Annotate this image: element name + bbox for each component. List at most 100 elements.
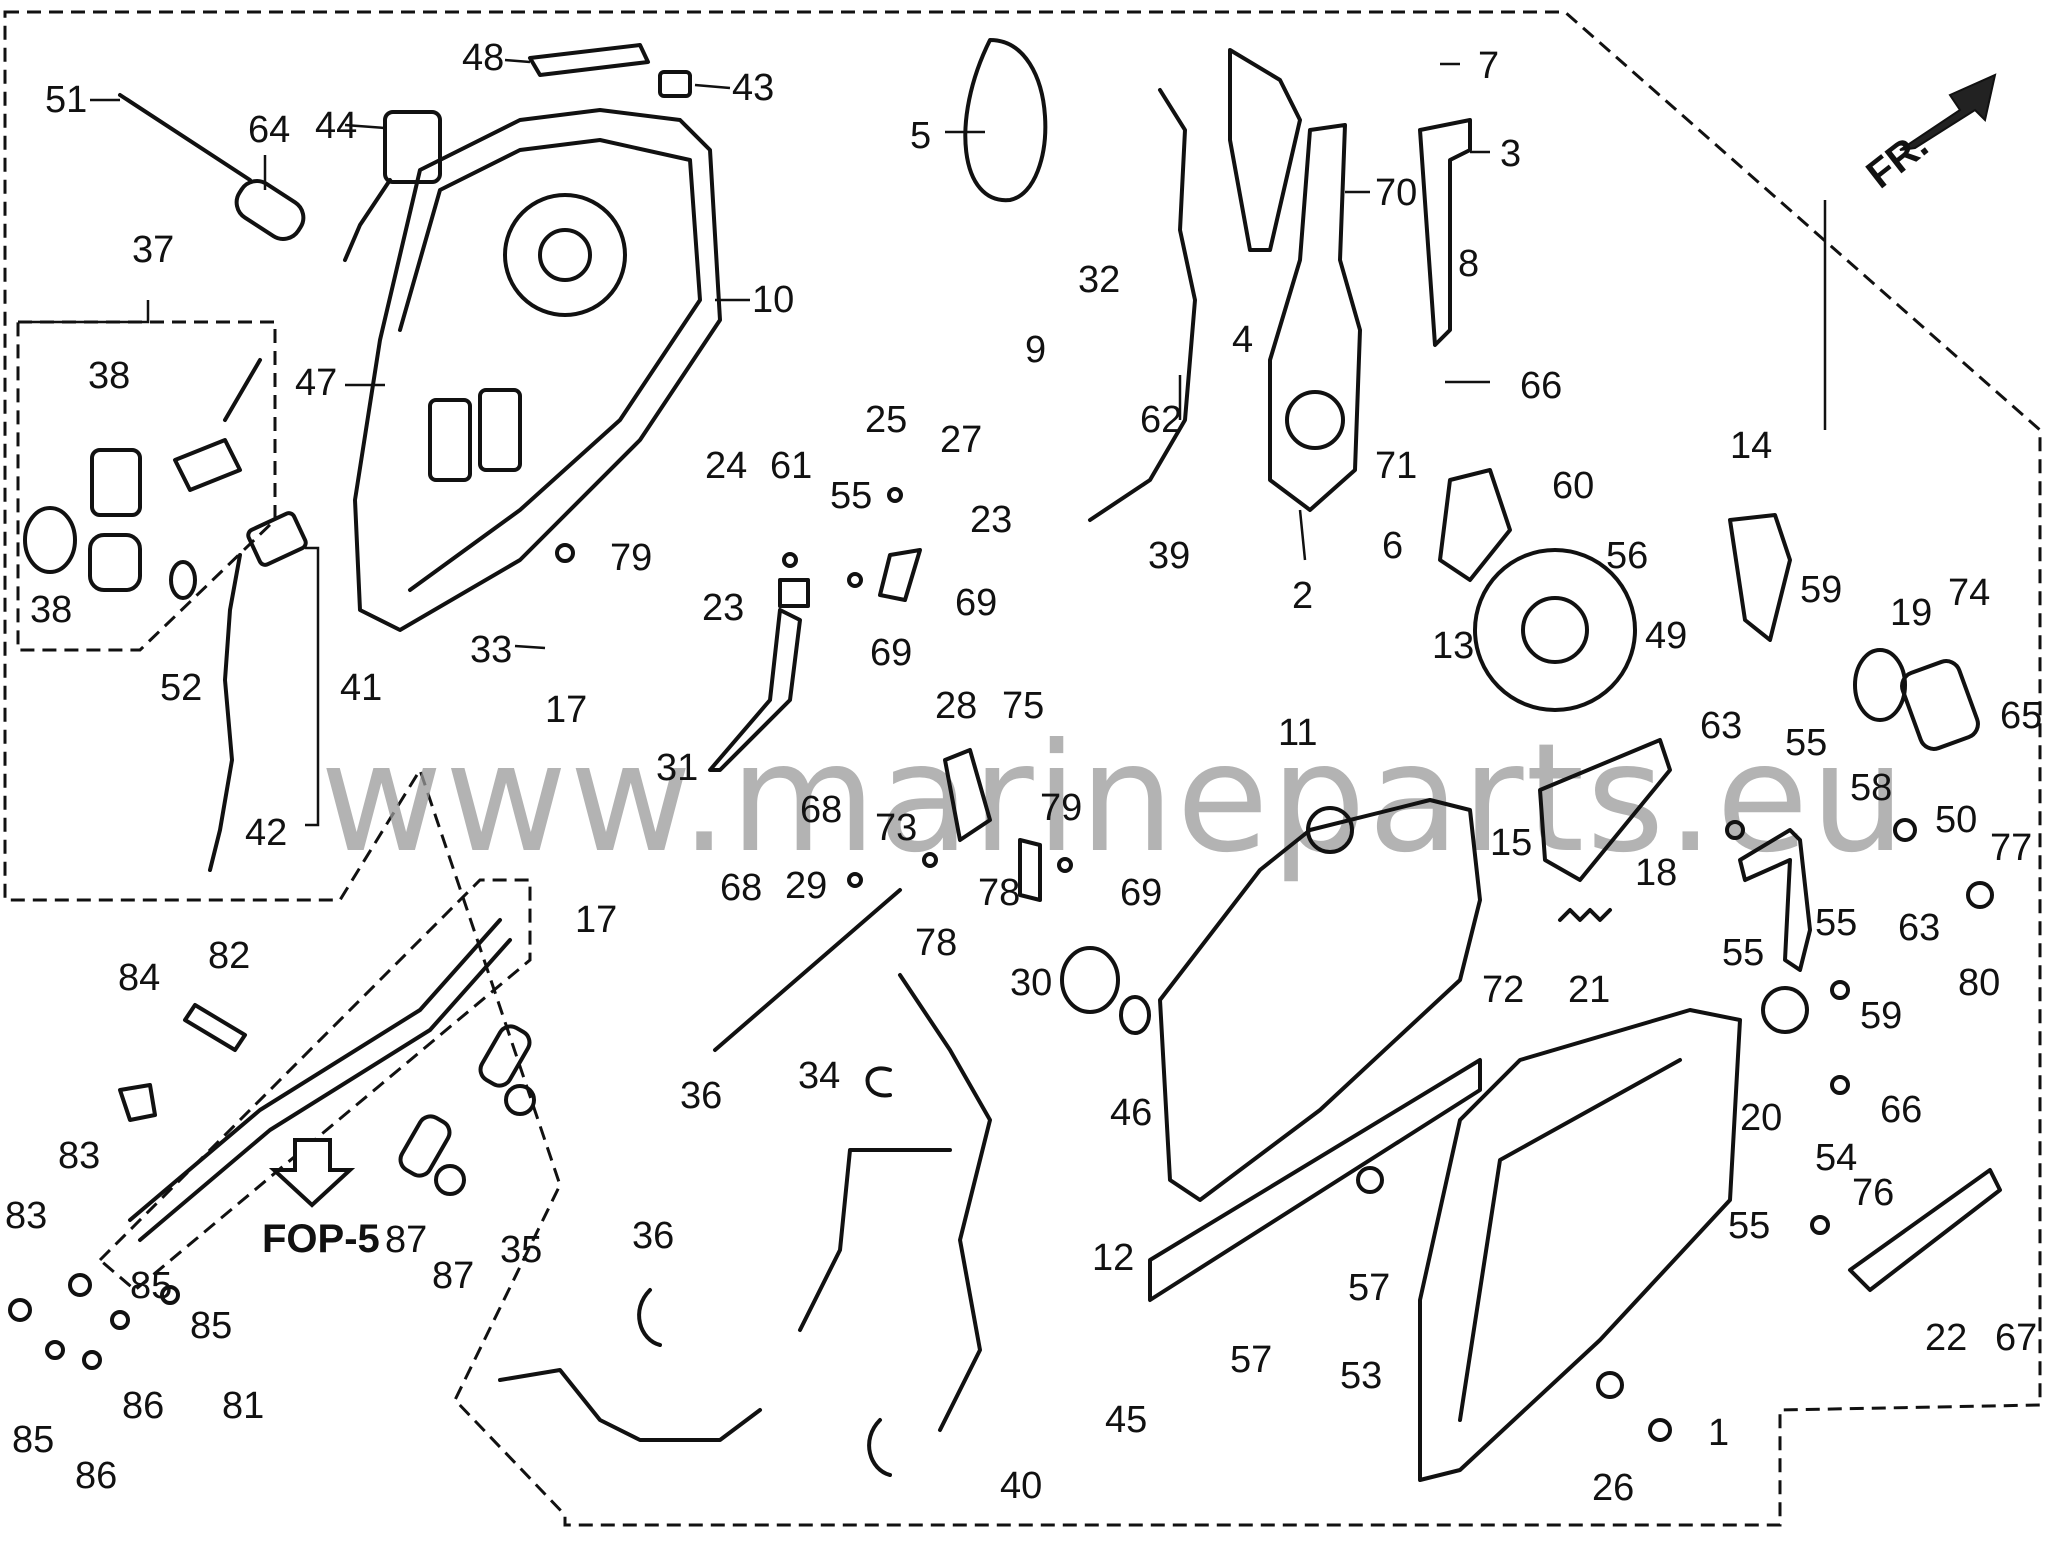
part-18-arm [1738,828,1812,972]
part-34-harness [798,973,992,1432]
callout-79-left: 79 [610,537,652,579]
callout-33: 33 [470,629,512,671]
part-13-gear [1473,548,1637,712]
callout-58: 58 [1850,767,1892,809]
callout-83-left: 83 [5,1195,47,1237]
part-12-trim [1148,1058,1482,1302]
part-84-grommet [118,1083,157,1122]
callout-40: 34 [798,1055,840,1097]
small-hardware [8,487,1994,1442]
callout-11: 11 [1278,712,1317,754]
callout-22: 22 [1925,1317,1967,1359]
callout-85-c: 85 [12,1419,54,1461]
part-64-sleeve [234,179,306,241]
callout-68-right: 68 [800,789,842,831]
leader-lines [18,58,1827,827]
callout-19: 19 [1890,592,1932,634]
part-40-clip [865,1066,892,1098]
callout-56: 56 [1606,535,1648,577]
callout-63-bottom: 63 [1898,907,1940,949]
callout-59-bottom: 59 [1860,995,1902,1037]
callout-12: 57 [1230,1339,1272,1381]
callout-87-right: 35 [500,1229,542,1271]
callout-32: 32 [1078,259,1120,301]
part-4-handle [1228,48,1302,252]
callout-15: 15 [1490,822,1532,864]
callout-70: 70 [1375,172,1417,214]
callout-86-left: 86 [122,1385,164,1427]
callout-57-bottom: 26 [1592,1467,1634,1509]
callout-38-top: 38 [88,355,130,397]
part-35-harness [498,1368,762,1442]
callout-21: 21 [1568,969,1610,1011]
part-cables [128,918,512,1242]
part-37-oring [23,506,77,574]
callout-28: 28 [935,685,977,727]
part-28-plate [943,748,992,842]
callout-75: 75 [1002,685,1044,727]
callout-69-c: 69 [1120,872,1162,914]
callout-76: 76 [1852,1172,1894,1214]
callout-49: 49 [1645,615,1687,657]
callout-85-b: 85 [190,1305,232,1347]
part-42-lanyard [208,553,242,872]
part-82-clip [183,1003,247,1052]
part-19-cover [1900,659,1980,751]
part-11-panel [1158,798,1482,1202]
remote-control-housing [353,108,722,632]
part-45-cap [1119,995,1151,1035]
callout-82: 82 [208,935,250,977]
part-3-bracket [1418,118,1472,347]
callout-84: 84 [118,957,160,999]
callout-24: 24 [705,445,747,487]
fop-5-reference-label: FOP-5 [262,1217,380,1261]
callout-57-top: 57 [1348,1267,1390,1309]
callout-78-right: 78 [978,872,1020,914]
callout-42: 42 [245,812,287,854]
part-87-clamp-b [504,1084,536,1116]
callout-46: 12 [1092,1237,1134,1279]
part-15-plate [1538,738,1672,882]
part-58-seal [1853,648,1907,722]
part-38-cover [88,533,142,592]
callout-64: 64 [248,109,290,151]
fop-5-reference-arrow-icon: FOP-5 [262,1138,380,1261]
part-44-wire [343,178,392,262]
part-87-sleeve [478,1024,532,1088]
callout-83-right: 83 [58,1135,100,1177]
callout-41: 41 [340,667,382,709]
callout-3: 3 [1500,133,1521,175]
callout-9: 9 [1025,329,1046,371]
part-31-link [708,608,802,772]
callout-7: 7 [1478,45,1499,87]
part-30-switch [1018,838,1042,902]
callout-53: 1 [1708,1412,1729,1454]
callout-25: 25 [865,399,907,441]
callout-52: 52 [160,667,202,709]
part-46-switch [1060,946,1120,1014]
callout-18: 18 [1635,852,1677,894]
callout-66-bottom: 66 [1880,1089,1922,1131]
callout-60: 60 [1552,465,1594,507]
callout-77: 77 [1990,827,2032,869]
part-21-spring [1558,908,1612,922]
callout-5: 5 [910,115,931,157]
callout-65: 65 [2000,695,2042,737]
part-11-boss [1306,806,1354,854]
callout-20: 20 [1740,1097,1782,1139]
callout-23-left: 23 [702,587,744,629]
callout-37: 37 [132,229,174,271]
part-2-lever [1268,123,1362,512]
callout-80: 80 [1958,962,2000,1004]
callout-17-top: 17 [545,689,587,731]
callout-86-right: 81 [222,1385,264,1427]
callout-74: 74 [1948,572,1990,614]
callout-87-left: 87 [432,1255,474,1297]
callout-43: 43 [732,67,774,109]
callout-55-upper: 55 [1815,902,1857,944]
callout-54: 54 [1815,1137,1857,1179]
callout-4: 4 [1232,319,1253,361]
callout-labels: 51 48 43 44 64 37 38 38 52 41 42 47 10 3… [5,37,2042,1509]
part-2-hub [1285,390,1345,450]
